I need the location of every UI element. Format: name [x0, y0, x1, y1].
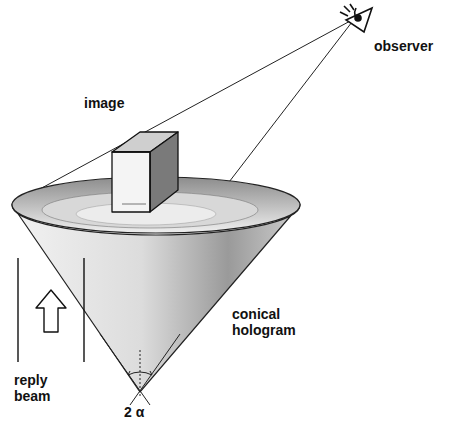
- hologram-label: conical hologram: [232, 306, 322, 338]
- angle-label: 2 α: [124, 404, 144, 420]
- beam-label: reply beam: [14, 372, 74, 404]
- observer-label: observer: [374, 38, 433, 54]
- image-label: image: [84, 95, 124, 111]
